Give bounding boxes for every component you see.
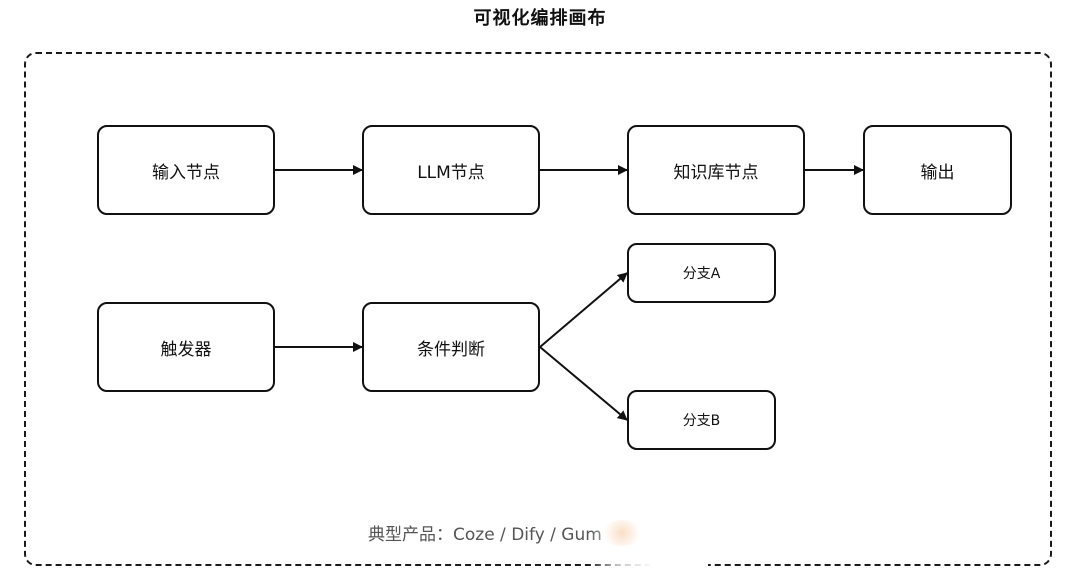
node-condition[interactable]: 条件判断 (362, 302, 540, 392)
node-branch-b[interactable]: 分支B (627, 390, 776, 450)
canvas-frame (24, 52, 1052, 566)
edge-condition-to-branch_b (539, 346, 628, 421)
node-output[interactable]: 输出 (863, 125, 1012, 215)
edge-condition-to-branch_a (539, 272, 628, 348)
node-input[interactable]: 输入节点 (97, 125, 275, 215)
fade-glow (600, 520, 644, 546)
node-branch-a[interactable]: 分支A (627, 243, 776, 303)
node-llm[interactable]: LLM节点 (362, 125, 540, 215)
typical-products-note: 典型产品：Coze / Dify / Gum (368, 525, 602, 545)
node-knowledge-base[interactable]: 知识库节点 (627, 125, 805, 215)
canvas-title: 可视化编排画布 (473, 8, 607, 29)
node-trigger[interactable]: 触发器 (97, 302, 275, 392)
